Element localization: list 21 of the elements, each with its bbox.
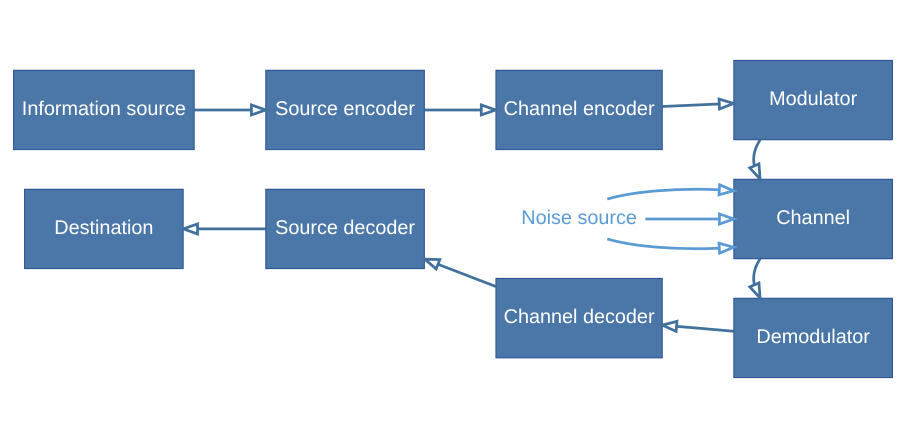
node-text: Noise source [521, 206, 637, 229]
arrow [747, 258, 762, 302]
node-box: Channel encoder [495, 70, 663, 150]
node-box: Destination [24, 188, 184, 270]
arrow [420, 258, 496, 288]
arrow [424, 103, 500, 117]
node-box: Channel decoder [495, 278, 663, 358]
arrow [194, 103, 270, 117]
arrow [606, 182, 738, 200]
arrow [662, 97, 738, 112]
node-box: Source encoder [265, 70, 425, 150]
arrow [658, 320, 734, 334]
arrow [606, 238, 738, 256]
arrow [645, 212, 738, 226]
node-box: Information source [13, 70, 195, 150]
node-box: Source decoder [265, 188, 425, 270]
node-box: Channel [733, 178, 893, 260]
arrow [747, 139, 762, 183]
arrow [179, 222, 266, 236]
node-box: Demodulator [733, 298, 893, 378]
node-box: Modulator [733, 60, 893, 140]
